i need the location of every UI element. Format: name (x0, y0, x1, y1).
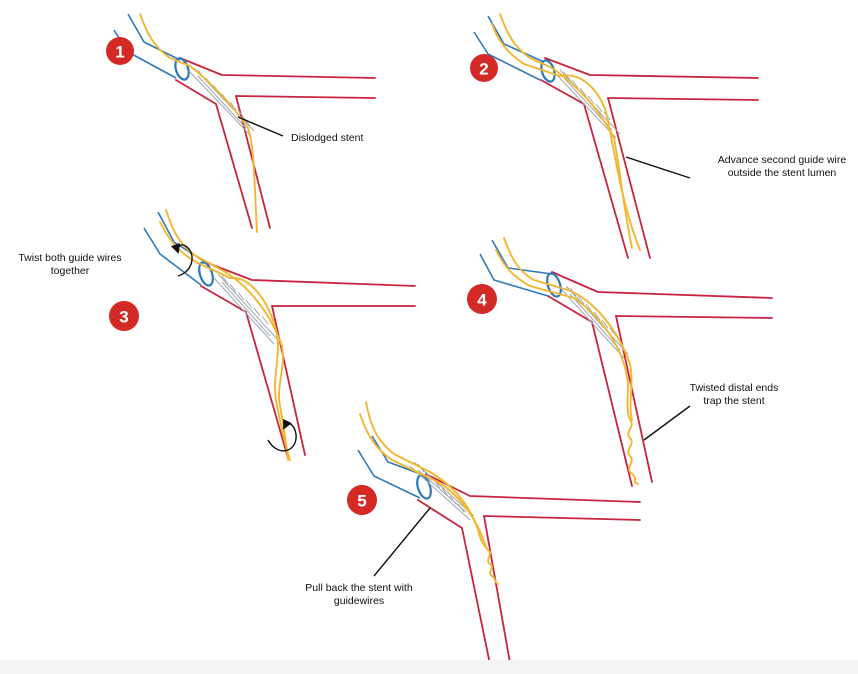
step-number: 1 (115, 43, 124, 62)
guidewire (140, 14, 257, 232)
bottom-strip (0, 660, 858, 674)
step-number: 2 (479, 60, 488, 79)
step-number: 3 (119, 308, 128, 327)
guidewire-2 (360, 414, 488, 550)
step-1-label: Dislodged stent (291, 132, 363, 145)
panel-1: 1 (106, 14, 375, 232)
guidewire-1 (504, 238, 632, 420)
leader-line (644, 406, 690, 440)
step-number: 4 (477, 291, 487, 310)
step-3-label: Twist both guide wires together (6, 252, 134, 278)
step-5-label: Pull back the stent with guidewires (290, 582, 428, 608)
step-2-label: Advance second guide wire outside the st… (702, 154, 858, 180)
step-number: 5 (357, 492, 366, 511)
panel-2: 2 (470, 14, 758, 258)
guidewire-1 (500, 14, 632, 248)
leader-line (374, 508, 430, 576)
panel-3: 3 (109, 210, 415, 460)
vessel (418, 474, 640, 674)
vessel (201, 262, 415, 458)
panel-5: 5 (347, 402, 640, 674)
guidewire-2 (160, 222, 290, 460)
step-4-label: Twisted distal ends trap the stent (680, 382, 788, 408)
leader-line (626, 157, 690, 178)
panel-4: 4 (467, 238, 772, 486)
